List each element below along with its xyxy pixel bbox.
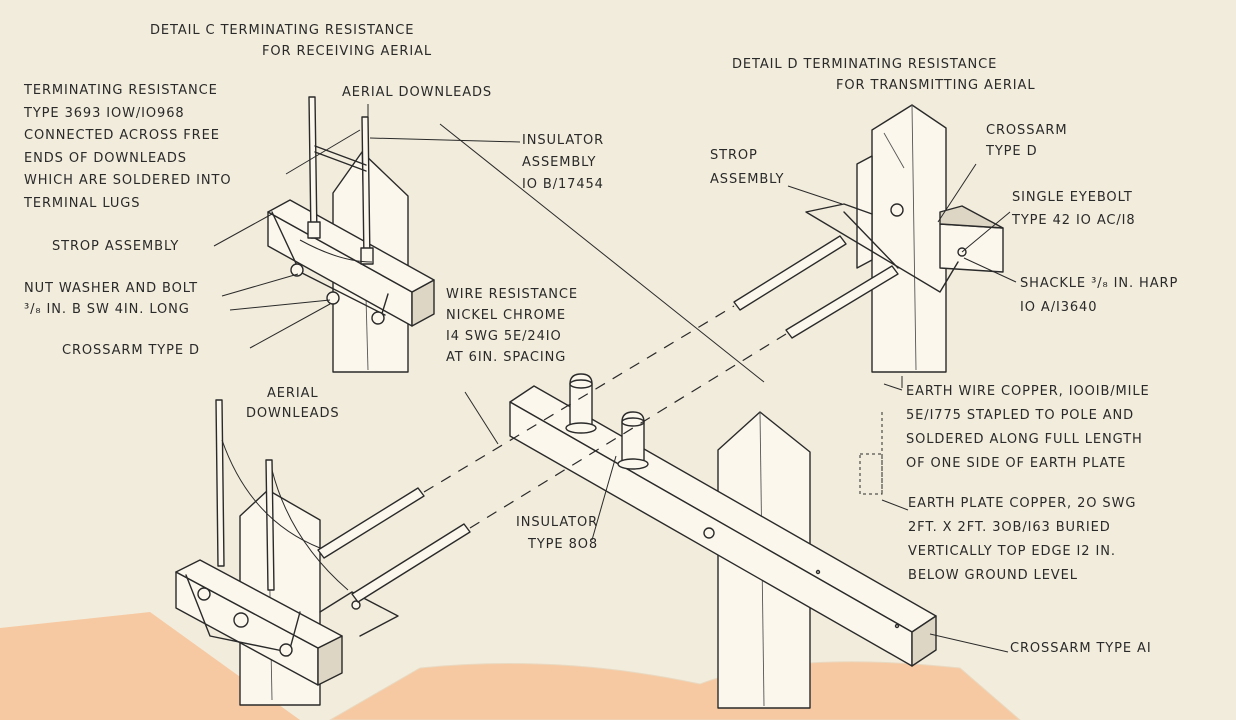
aerial-wire-2 [469,333,787,529]
label-line: CROSSARM TYPE AI [1010,641,1152,656]
downlead-rod-c-2 [361,116,371,263]
label-line: ENDS OF DOWNLEADS [24,150,187,166]
label-terminating-resistance: TERMINATING RESISTANCE TYPE 3693 IOW/IO9… [24,80,232,215]
label-earth-plate: EARTH PLATE COPPER, 2O SWG 2FT. X 2FT. 3… [908,492,1136,588]
label-line: FOR TRANSMITTING AERIAL [836,78,1036,93]
label-crossarm-type-d-left: CROSSARM TYPE D [62,340,200,361]
label-line: DETAIL C TERMINATING RESISTANCE [150,23,415,38]
mount-paper-right [329,661,1021,720]
label-line: TYPE 3693 IOW/IO968 [24,105,185,121]
label-line: ASSEMBLY [522,155,597,170]
label-line: SOLDERED ALONG FULL LENGTH [906,432,1143,447]
label-line: STROP [710,148,758,163]
label-line: INSULATOR [516,515,599,530]
strop-detail-d [805,203,959,293]
label-nut-washer-bolt: NUT WASHER AND BOLT ³/₈ IN. B SW 4IN. LO… [24,278,198,320]
label-line: WHICH ARE SOLDERED INTO [24,173,232,188]
label-line: I4 SWG 5E/24IO [446,329,562,344]
label-line: NUT WASHER AND BOLT [24,281,198,296]
label-line: NICKEL CHROME [446,308,566,323]
label-line: AERIAL [267,386,319,401]
pole-detail-d [871,104,947,373]
label-insulator-type: INSULATOR TYPE 8O8 [516,512,598,556]
detail-c-assembly [267,96,435,373]
label-line: OF ONE SIDE OF EARTH PLATE [906,456,1127,471]
label-single-eyebolt: SINGLE EYEBOLT TYPE 42 IO AC/I8 [1012,186,1136,232]
label-line: AERIAL DOWNLEADS [342,85,493,100]
label-line: CONNECTED ACROSS FREE [24,128,220,143]
label-detail-c: DETAIL C TERMINATING RESISTANCE FOR RECE… [150,20,432,62]
label-line: DOWNLEADS [246,406,340,421]
insulator-rod-dd-2 [785,265,899,339]
mount-paper [0,612,300,720]
label-aerial-downleads-top: AERIAL DOWNLEADS [342,82,492,103]
label-line: FOR RECEIVING AERIAL [262,44,433,59]
strop-bottom-left [319,591,399,637]
label-line: TYPE 8O8 [528,537,599,552]
label-aerial-downleads-bottom: AERIAL DOWNLEADS [246,384,340,424]
label-earth-wire: EARTH WIRE COPPER, IOOIB/MILE 5E/I775 ST… [906,380,1150,476]
label-crossarm-type-d-right: CROSSARM TYPE D [986,120,1067,162]
label-line: WIRE RESISTANCE [446,287,578,302]
label-line: 5E/I775 STAPLED TO POLE AND [906,408,1135,423]
insulator-rod-bl-1 [317,487,425,559]
label-line: EARTH PLATE COPPER, 2O SWG [908,496,1137,511]
label-line: TERMINATING RESISTANCE [24,83,218,98]
label-line: SINGLE EYEBOLT [1012,190,1133,205]
label-strop-assembly-left: STROP ASSEMBLY [52,236,179,257]
bottom-left-assembly [175,399,471,706]
downlead-rod-c-1 [308,96,318,239]
label-line: TYPE 42 IO AC/I8 [1012,213,1136,228]
label-line: BELOW GROUND LEVEL [908,568,1078,583]
label-line: STROP ASSEMBLY [52,239,180,254]
bolt-detail-c [326,291,340,305]
downlead-rod-bl-1 [215,399,225,567]
label-line: DETAIL D TERMINATING RESISTANCE [732,57,998,72]
leader-lines [213,104,1017,653]
centre-assembly [509,373,937,709]
earth-plate-outline [859,412,883,495]
label-wire-resistance: WIRE RESISTANCE NICKEL CHROME I4 SWG 5E/… [446,284,578,368]
label-insulator-assembly: INSULATOR ASSEMBLY IO B/17454 [522,130,604,196]
label-line: TYPE D [986,144,1038,159]
label-line: CROSSARM [986,123,1068,138]
label-line: IO A/I3640 [1020,300,1098,315]
downlead-rod-bl-2 [265,459,275,591]
label-line: AT 6IN. SPACING [446,350,567,365]
label-detail-d: DETAIL D TERMINATING RESISTANCE FOR TRAN… [732,54,1035,96]
label-crossarm-type-a1: CROSSARM TYPE AI [1010,638,1152,659]
label-line: EARTH WIRE COPPER, IOOIB/MILE [906,384,1150,399]
aerial-wire-1 [423,305,735,493]
label-line: INSULATOR [522,133,605,148]
label-line: ³/₈ IN. B SW 4IN. LONG [24,302,190,317]
label-line: ASSEMBLY [710,172,785,187]
insulator-rod-dd-1 [733,235,847,311]
label-line: IO B/17454 [522,177,604,192]
label-line: SHACKLE ³/₈ IN. HARP [1020,276,1179,291]
insulator-rod-bl-2 [351,523,471,603]
label-line: TERMINAL LUGS [24,195,141,211]
detail-d-assembly [733,104,1004,388]
label-line: 2FT. X 2FT. 3OB/I63 BURIED [908,520,1111,535]
label-line: CROSSARM TYPE D [62,343,200,358]
terminating-resistor-c [314,145,367,172]
label-shackle: SHACKLE ³/₈ IN. HARP IO A/I3640 [1020,272,1178,320]
label-line: VERTICALLY TOP EDGE I2 IN. [908,544,1116,559]
label-strop-assembly-right: STROP ASSEMBLY [710,144,784,192]
